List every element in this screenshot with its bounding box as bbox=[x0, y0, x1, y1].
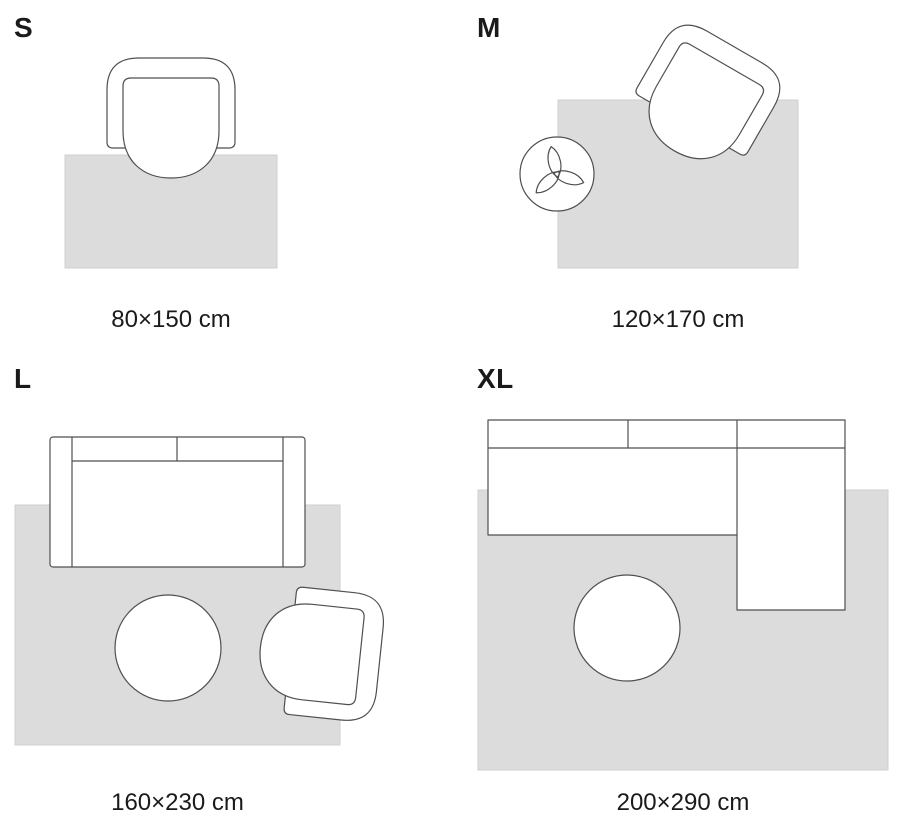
plant-pot-circle bbox=[519, 136, 595, 212]
plant-icon bbox=[519, 136, 595, 212]
size-xl-figure bbox=[477, 419, 889, 771]
sofa-icon bbox=[49, 436, 306, 568]
size-caption-l: 160×230 cm bbox=[111, 789, 244, 816]
size-label-l: L bbox=[14, 363, 32, 394]
size-label-xl: XL bbox=[477, 363, 514, 394]
sectional-sofa-body bbox=[487, 419, 846, 611]
coffee-table-icon bbox=[573, 574, 681, 682]
size-caption-xl: 200×290 cm bbox=[616, 789, 750, 816]
size-l-figure bbox=[14, 436, 388, 746]
size-caption-m: 120×170 cm bbox=[611, 306, 745, 333]
size-label-s: S bbox=[14, 12, 34, 43]
coffee-table-icon bbox=[114, 594, 222, 702]
size-label-m: M bbox=[477, 12, 501, 43]
size-m-figure bbox=[519, 14, 799, 269]
size-s-figure bbox=[64, 57, 278, 269]
size-caption-s: 80×150 cm bbox=[111, 306, 231, 333]
sectional-sofa-icon bbox=[487, 419, 846, 611]
